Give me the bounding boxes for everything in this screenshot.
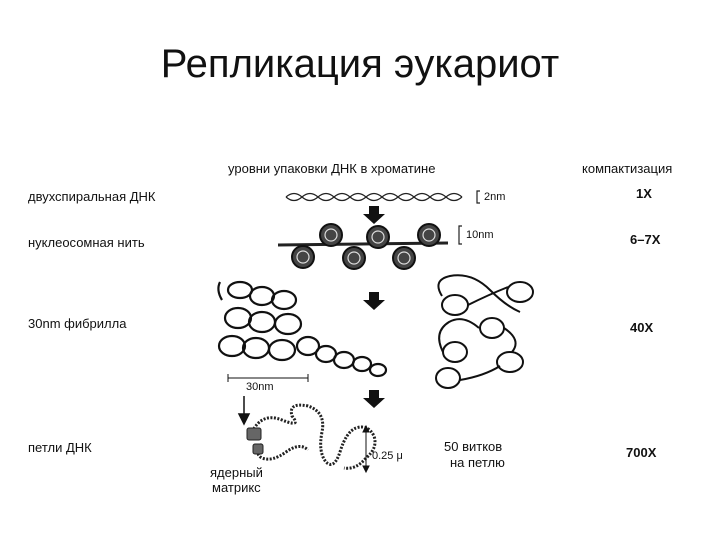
size-10nm: 10nm <box>466 229 494 241</box>
matrix-label-1: ядерный <box>210 465 263 480</box>
arrow-down-icon <box>363 292 385 310</box>
label-fiber: 30nm фибрилла <box>28 316 127 331</box>
matrix-arrow-icon <box>237 396 251 426</box>
size-30nm: 30nm <box>246 381 274 393</box>
nucleosome-fiber <box>277 223 449 270</box>
label-nucleosome: нуклеосомная нить <box>28 235 145 250</box>
label-double-helix: двухспиральная ДНК <box>28 189 156 204</box>
compaction-700x: 700X <box>626 445 657 460</box>
arrow-down-icon <box>363 206 385 224</box>
matrix-label-2: матрикс <box>212 480 261 495</box>
bracket-2nm <box>476 190 480 204</box>
double-helix-dna <box>285 192 463 202</box>
compaction-1x: 1X <box>636 186 652 201</box>
nuclear-matrix <box>246 427 264 455</box>
solenoid-fiber <box>217 280 388 378</box>
header-compaction: компактизация <box>582 161 673 176</box>
coiled-loops <box>435 274 534 389</box>
page-title: Репликация эукариот <box>160 42 560 86</box>
size-2nm: 2nm <box>484 191 506 203</box>
compaction-40x: 40X <box>630 320 654 335</box>
dna-loops <box>250 403 377 470</box>
size-025mu: 0.25 μ <box>372 450 403 462</box>
compaction-6-7x: 6–7X <box>630 232 661 247</box>
label-loops: петли ДНК <box>28 440 92 455</box>
loops-label-1: 50 витков <box>444 439 503 454</box>
arrow-down-icon <box>363 390 385 408</box>
scale-bar-30nm <box>227 374 309 382</box>
bracket-10nm <box>458 225 462 245</box>
dimension-line <box>362 424 370 474</box>
header-levels: уровни упаковки ДНК в хроматине <box>228 161 436 176</box>
loops-label-2: на петлю <box>450 455 505 470</box>
